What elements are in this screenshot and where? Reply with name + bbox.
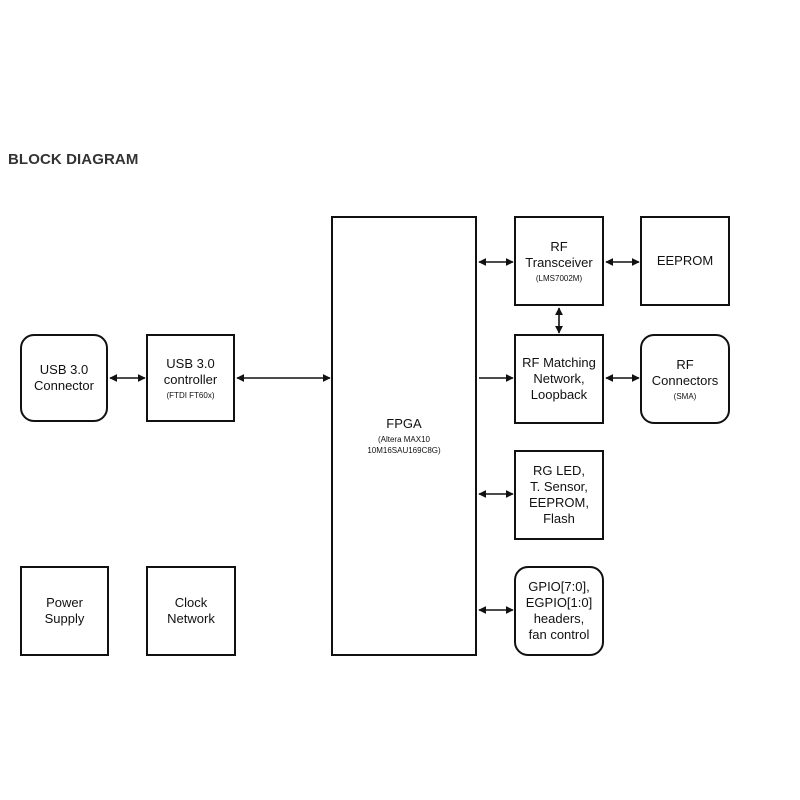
rf-connectors-block: RF Connectors (SMA): [640, 334, 730, 424]
usb-controller-sublabel: (FTDI FT60x): [166, 390, 215, 400]
fpga-block: FPGA (Altera MAX10 10M16SAU169C8G): [331, 216, 477, 656]
clock-network-block: Clock Network: [146, 566, 236, 656]
peripherals-label: RG LED, T. Sensor, EEPROM, Flash: [529, 463, 589, 526]
clock-network-label: Clock Network: [167, 595, 215, 626]
usb-controller-label: USB 3.0 controller: [163, 355, 218, 387]
eeprom-block: EEPROM: [640, 216, 730, 306]
peripherals-block: RG LED, T. Sensor, EEPROM, Flash: [514, 450, 604, 540]
usb-connector-block: USB 3.0 Connector: [20, 334, 108, 422]
rf-transceiver-block: RF Transceiver (LMS7002M): [514, 216, 604, 306]
fpga-label: FPGA: [386, 416, 422, 431]
rf-matching-block: RF Matching Network, Loopback: [514, 334, 604, 424]
gpio-label: GPIO[7:0], EGPIO[1:0] headers, fan contr…: [525, 579, 593, 642]
rf-transceiver-sublabel: (LMS7002M): [535, 273, 583, 283]
usb-controller-block: USB 3.0 controller (FTDI FT60x): [146, 334, 235, 422]
eeprom-label: EEPROM: [656, 253, 714, 268]
power-supply-block: Power Supply: [20, 566, 109, 656]
usb-connector-label: USB 3.0 Connector: [34, 362, 94, 393]
rf-connectors-label: RF Connectors: [651, 356, 719, 388]
gpio-block: GPIO[7:0], EGPIO[1:0] headers, fan contr…: [514, 566, 604, 656]
diagram-title: BLOCK DIAGRAM: [8, 151, 139, 168]
fpga-sublabel: (Altera MAX10 10M16SAU169C8G): [367, 435, 441, 455]
rf-connectors-sublabel: (SMA): [673, 391, 697, 401]
power-supply-label: Power Supply: [44, 595, 85, 626]
rf-matching-label: RF Matching Network, Loopback: [522, 355, 596, 402]
rf-transceiver-label: RF Transceiver: [525, 238, 593, 270]
